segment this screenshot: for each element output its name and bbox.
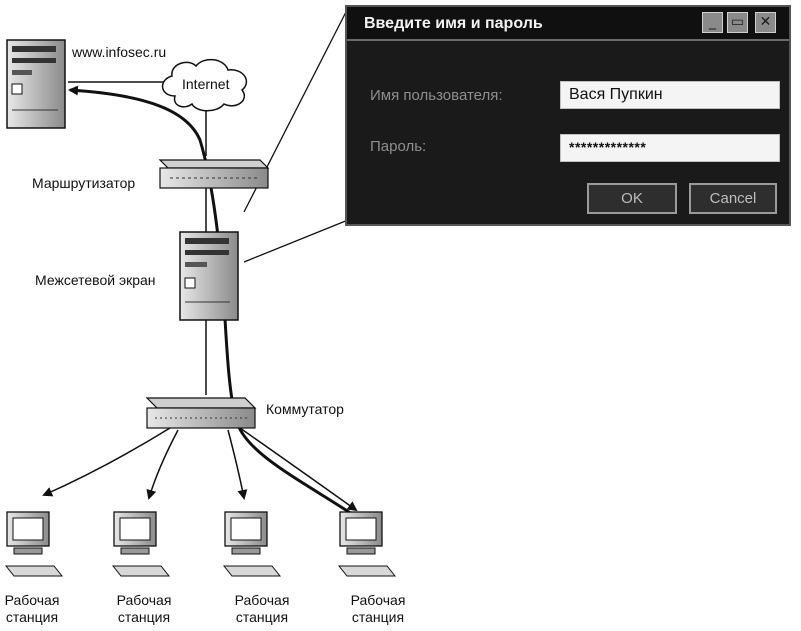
workstation-label-2-line2: станция xyxy=(117,609,171,625)
cancel-button[interactable]: Cancel xyxy=(689,183,777,214)
firewall-icon xyxy=(179,231,239,321)
switch-label: Коммутатор xyxy=(266,401,344,417)
workstation-label-4-line2: станция xyxy=(351,609,405,625)
password-field[interactable]: ************* xyxy=(560,134,780,162)
ok-button[interactable]: OK xyxy=(587,183,677,214)
cloud-icon xyxy=(161,58,248,112)
switch-icon xyxy=(145,397,257,429)
workstation-label-2-line1: Рабочая xyxy=(116,592,172,608)
router-icon xyxy=(158,159,270,189)
dialog-title: Введите имя и пароль xyxy=(364,15,543,32)
switch-ws4-link xyxy=(239,427,358,512)
connections xyxy=(42,81,358,512)
cloud-label: Internet xyxy=(182,76,230,92)
workstation-label-4: Рабочая станция xyxy=(338,592,418,626)
workstation-label-3-line2: станция xyxy=(235,609,289,625)
workstation-label-2: Рабочая станция xyxy=(104,592,184,626)
close-button[interactable]: ✕ xyxy=(755,12,776,33)
login-dialog: Введите имя и пароль _ ▭ ✕ Имя пользоват… xyxy=(345,5,791,226)
workstation-icon-1 xyxy=(4,511,64,577)
firewall-label: Межсетевой экран xyxy=(35,272,156,288)
password-label: Пароль: xyxy=(370,138,427,155)
username-label: Имя пользователя: xyxy=(370,87,503,104)
maximize-button[interactable]: ▭ xyxy=(727,12,748,33)
workstation-label-1: Рабочая станция xyxy=(0,592,72,626)
workstation-label-4-line1: Рабочая xyxy=(350,592,406,608)
workstation-label-1-line2: станция xyxy=(5,609,59,625)
callout-line-bottom xyxy=(243,219,349,263)
dialog-titlebar: Введите имя и пароль _ ▭ ✕ xyxy=(347,7,789,41)
router-label: Маршрутизатор xyxy=(32,175,136,191)
workstation-label-3: Рабочая станция xyxy=(222,592,302,626)
workstation-icon-2 xyxy=(111,511,171,577)
username-field[interactable]: Вася Пупкин xyxy=(560,81,780,109)
workstation-label-1-line1: Рабочая xyxy=(4,592,60,608)
server-icon xyxy=(6,39,66,129)
workstation-label-3-line1: Рабочая xyxy=(234,592,290,608)
minimize-button[interactable]: _ xyxy=(702,12,723,33)
workstation-icon-3 xyxy=(222,511,282,577)
workstation-icon-4 xyxy=(337,511,397,577)
switch-ws3-link xyxy=(227,429,248,500)
switch-ws2-link xyxy=(146,429,179,500)
server-label: www.infosec.ru xyxy=(72,44,167,60)
switch-ws1-link xyxy=(42,427,171,497)
